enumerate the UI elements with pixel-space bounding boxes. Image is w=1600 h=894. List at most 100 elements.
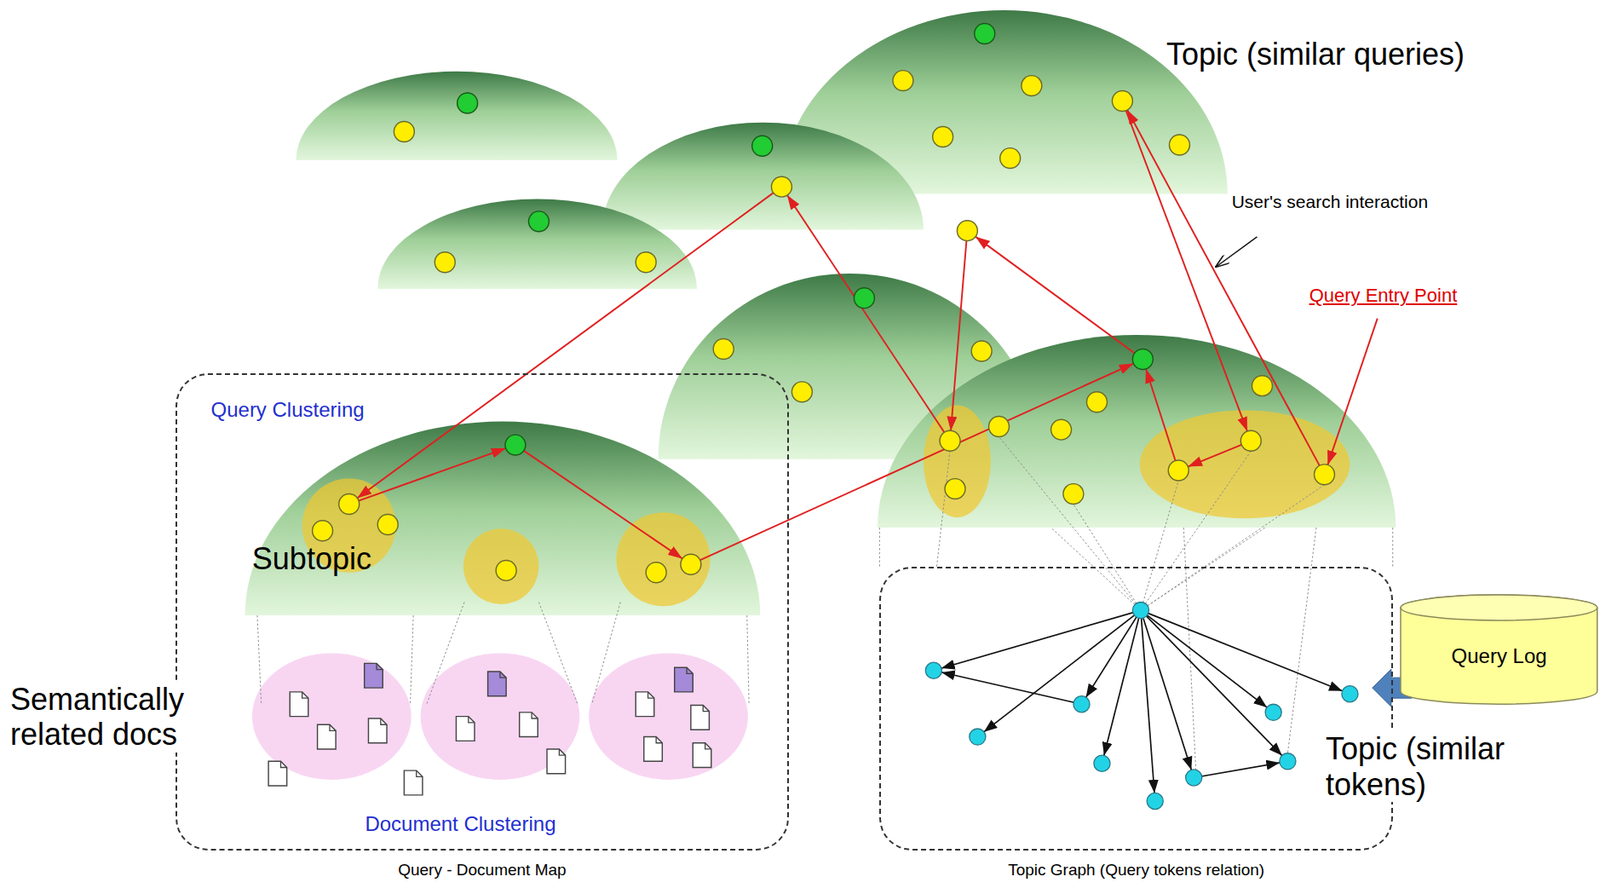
store-label: Query Log: [1451, 644, 1548, 668]
document-icon: [289, 691, 309, 717]
query-document-map-box: Query ClusteringDocument ClusteringQuery…: [175, 373, 789, 850]
query-dot: [1021, 75, 1042, 97]
representative-query: [752, 135, 773, 156]
interaction-arrow: [690, 359, 1143, 565]
query-dot: [1063, 483, 1084, 505]
query-dot: [713, 339, 734, 360]
topic-hemispheres: [245, 10, 1397, 616]
query-dot: [339, 494, 360, 515]
topic-hemisphere: [877, 334, 1396, 528]
projection-line: [1140, 450, 1251, 611]
projection-line: [426, 602, 465, 705]
document-icon: [317, 724, 337, 749]
interaction-arrow: [781, 186, 950, 441]
token-dot: [1185, 769, 1203, 786]
document-icon: [674, 667, 694, 692]
token-dot: [1341, 685, 1359, 703]
projection-line: [257, 615, 262, 704]
representative-query: [974, 23, 996, 45]
interaction-arrow: [1142, 359, 1179, 472]
projection-line: [1140, 480, 1179, 611]
docs-label: Semantically related docs: [10, 681, 224, 753]
query-log-cylinder: Query Log: [1399, 594, 1599, 704]
projection-line: [936, 450, 950, 566]
token-arrow: [1140, 610, 1156, 801]
token-dot: [925, 661, 942, 679]
token-arrow: [1140, 610, 1288, 761]
document-icon: [455, 716, 475, 742]
document-cluster: [420, 652, 581, 779]
token-graph-arrows: [933, 610, 1351, 801]
token-dot: [969, 728, 986, 745]
document-icon: [268, 760, 288, 786]
cylinder-body: [1400, 594, 1598, 704]
annotation: User's search interaction: [1231, 191, 1428, 213]
token-arrow: [933, 610, 1141, 671]
query-dot: [956, 220, 978, 242]
representative-query: [505, 434, 526, 455]
query-dots: [312, 23, 1336, 583]
query-dot: [1051, 419, 1072, 440]
query-dot: [771, 176, 792, 197]
document-icon: [364, 662, 384, 688]
topic-label: Topic (similar queries): [1166, 36, 1465, 72]
cluster-title: Query Clustering: [211, 397, 365, 422]
document-icon: [519, 712, 539, 737]
query-dot: [1251, 375, 1272, 397]
interaction-arrow: [1122, 101, 1324, 475]
annotation: Query Entry Point: [1309, 284, 1458, 306]
token-arrow: [1140, 610, 1350, 694]
query-dot: [680, 553, 702, 575]
document-icon: [403, 770, 423, 795]
token-dot: [1073, 696, 1090, 713]
projection-line: [747, 615, 749, 704]
document-icon: [635, 691, 655, 717]
token-arrow: [1082, 610, 1141, 704]
query-dot: [1086, 391, 1107, 413]
projection-line: [1140, 484, 1325, 611]
token-dot: [1132, 602, 1149, 619]
query-dot: [1168, 134, 1190, 156]
query-dot: [635, 252, 657, 273]
interaction-arrow: [1122, 101, 1251, 442]
documents: [268, 662, 712, 795]
subtopic-label: Subtopic: [252, 541, 372, 576]
query-dot: [892, 70, 914, 92]
document-icon: [368, 718, 387, 743]
interaction-arrow: [349, 444, 516, 504]
topic-hemisphere: [295, 71, 617, 161]
token-arrow: [977, 610, 1141, 737]
interaction-arrow: [949, 230, 967, 442]
projection-line: [592, 602, 622, 705]
search-interaction-path: [349, 101, 1378, 565]
subtopic-area: [923, 404, 991, 518]
query-dot: [989, 416, 1010, 438]
cylinder-top: [1400, 594, 1598, 621]
interaction-arrow: [349, 186, 783, 504]
projection-line: [879, 527, 881, 567]
interaction-arrow: [1178, 440, 1251, 471]
representative-query: [528, 211, 549, 232]
query-dot: [377, 514, 398, 536]
representative-query: [853, 287, 875, 309]
panel-caption: Topic Graph (Query tokens relation): [1007, 860, 1265, 880]
projection-line: [1287, 527, 1317, 754]
query-dot: [434, 252, 455, 273]
document-clusters: [252, 652, 749, 779]
document-icon: [690, 704, 710, 730]
query-dot: [791, 381, 812, 403]
token-arrow: [1140, 610, 1194, 777]
topic-graph-box: Topic (similar tokens)Topic Graph (Query…: [879, 566, 1393, 851]
projection-line: [410, 615, 415, 704]
query-dot: [495, 559, 517, 581]
representative-query: [457, 92, 478, 114]
token-dot: [1146, 792, 1163, 809]
query-dot: [932, 126, 954, 147]
token-dot: [1265, 703, 1282, 720]
projection-line: [999, 437, 1141, 611]
query-dot: [645, 562, 667, 583]
query-dot: [1314, 464, 1336, 485]
subtopic-area: [615, 512, 710, 606]
panel-caption: Query - Document Map: [397, 860, 566, 880]
projection-lines: [257, 437, 1393, 770]
